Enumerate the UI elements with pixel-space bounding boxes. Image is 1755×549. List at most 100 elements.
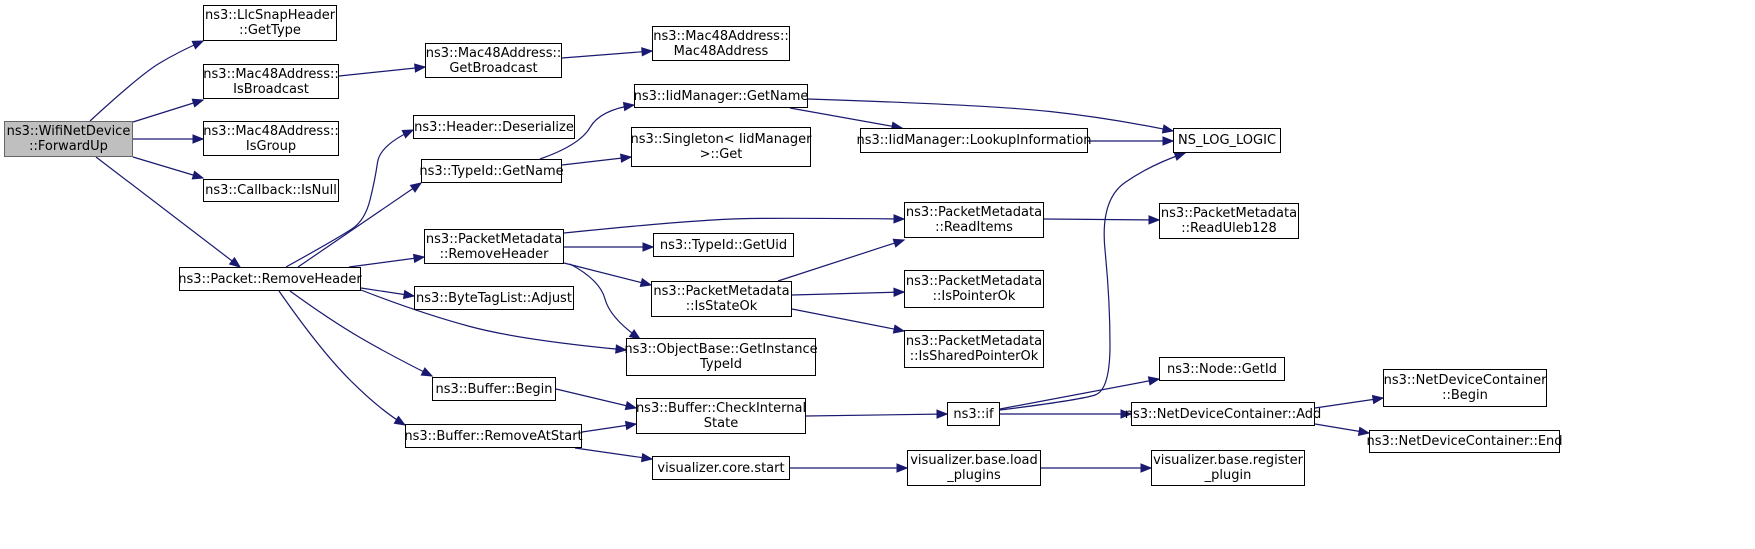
graph-node-label: ns3::Node::GetId <box>1167 361 1277 377</box>
graph-node-visualizer-base-register-plugin[interactable]: visualizer.base.register_plugin <box>1151 450 1305 486</box>
graph-node-ns3-packetmetadata-isstateok[interactable]: ns3::PacketMetadata::IsStateOk <box>651 281 792 317</box>
arrowhead-icon <box>893 287 906 298</box>
graph-node-ns3-bytetaglist-adjust[interactable]: ns3::ByteTagList::Adjust <box>414 286 574 310</box>
graph-node-ns3-header-deserialize[interactable]: ns3::Header::Deserialize <box>413 115 575 139</box>
graph-node-label: ns3::TypeId::GetUid <box>659 237 788 253</box>
graph-node-label: IsBroadcast <box>233 81 309 97</box>
graph-edge <box>89 40 205 122</box>
graph-node-ns3-node-getid[interactable]: ns3::Node::GetId <box>1159 357 1285 381</box>
arrowhead-icon <box>412 253 426 264</box>
graph-edge-line <box>561 50 653 59</box>
graph-node-ns-log-logic[interactable]: NS_LOG_LOGIC <box>1173 128 1281 153</box>
graph-node-ns3-netdevicecontainer-end[interactable]: ns3::NetDeviceContainer::End <box>1366 430 1563 453</box>
arrowhead-icon <box>624 420 638 431</box>
graph-edge <box>285 129 415 268</box>
graph-edge-line <box>569 263 641 340</box>
graph-node-label: ns3::WifiNetDevice <box>6 124 131 139</box>
graph-node-ns3-if[interactable]: ns3::if <box>947 402 1000 426</box>
graph-node-label: ns3::Singleton< IidManager <box>630 132 812 147</box>
graph-edge <box>777 238 906 282</box>
arrowhead-icon <box>1147 376 1161 386</box>
graph-edge <box>133 134 205 144</box>
graph-edge-line <box>805 413 948 417</box>
graph-node-label: ::IsSharedPointerOk <box>909 349 1039 364</box>
graph-edge <box>999 376 1161 410</box>
graph-node-label: ns3::Buffer::RemoveAtStart <box>404 428 583 444</box>
arrowhead-icon <box>1162 136 1175 146</box>
arrowhead-icon <box>640 452 654 463</box>
graph-node-visualizer-core-start[interactable]: visualizer.core.start <box>652 456 790 480</box>
graph-node-ns3-packetmetadata-readuleb128[interactable]: ns3::PacketMetadata::ReadUleb128 <box>1159 203 1299 239</box>
graph-edge-line <box>563 217 905 234</box>
graph-node-label: ns3::TypeId::GetName <box>419 163 564 179</box>
graph-node-ns3-mac48address-mac48address[interactable]: ns3::Mac48Address::Mac48Address <box>652 26 790 61</box>
arrowhead-icon <box>191 98 205 108</box>
graph-node-label: ns3::PacketMetadata <box>905 205 1043 220</box>
graph-edge-line <box>285 129 414 268</box>
graph-node-ns3-mac48address-isgroup[interactable]: ns3::Mac48Address::IsGroup <box>203 121 339 156</box>
graph-node-label: ::IsStateOk <box>685 299 758 314</box>
graph-edge-line <box>297 182 422 268</box>
arrowhead-icon <box>892 324 906 334</box>
graph-node-ns3-wifinetdevice-forwardup[interactable]: ns3::WifiNetDevice::ForwardUp <box>4 121 133 157</box>
graph-node-label: ns3::if <box>953 406 994 422</box>
graph-node-ns3-packetmetadata-issharedpointerok[interactable]: ns3::PacketMetadata::IsSharedPointerOk <box>904 330 1044 368</box>
graph-node-ns3-packetmetadata-readitems[interactable]: ns3::PacketMetadata::ReadItems <box>904 202 1044 238</box>
graph-node-ns3-singleton-iidmanager-get[interactable]: ns3::Singleton< IidManager>::Get <box>630 127 812 167</box>
graph-node-ns3-mac48address-isbroadcast[interactable]: ns3::Mac48Address::IsBroadcast <box>203 64 339 99</box>
graph-node-ns3-netdevicecontainer-begin[interactable]: ns3::NetDeviceContainer::Begin <box>1383 369 1547 407</box>
graph-edge-line <box>777 239 905 282</box>
arrowhead-icon <box>615 344 628 354</box>
graph-node-ns3-llcsnapheader-gettype[interactable]: ns3::LlcSnapHeader::GetType <box>203 5 337 41</box>
arrowhead-icon <box>420 367 434 377</box>
arrowhead-icon <box>622 101 636 112</box>
graph-edge-line <box>278 290 406 426</box>
arrowhead-icon <box>191 170 205 180</box>
graph-node-ns3-mac48address-getbroadcast[interactable]: ns3::Mac48Address::GetBroadcast <box>425 43 562 78</box>
graph-edge-line <box>791 308 905 332</box>
graph-edge <box>132 98 205 123</box>
graph-node-ns3-iidmanager-getname[interactable]: ns3::IidManager::GetName <box>634 84 808 108</box>
graph-edge <box>1088 136 1175 146</box>
arrowhead-icon <box>624 400 638 411</box>
graph-node-label: GetBroadcast <box>449 60 538 76</box>
graph-node-ns3-packetmetadata-ispointerok[interactable]: ns3::PacketMetadata::IsPointerOk <box>904 270 1044 308</box>
graph-node-ns3-packet-removeheader[interactable]: ns3::Packet::RemoveHeader <box>178 267 362 291</box>
graph-node-label: State <box>703 416 739 431</box>
arrowhead-icon <box>192 134 205 144</box>
arrowhead-icon <box>228 256 242 268</box>
graph-node-label: ns3::PacketMetadata <box>425 231 563 247</box>
graph-edge <box>289 290 434 377</box>
arrowhead-icon <box>641 47 654 57</box>
graph-node-label: visualizer.core.start <box>657 460 785 476</box>
graph-edge <box>581 420 638 433</box>
graph-edge-line <box>132 156 204 179</box>
graph-edge-line <box>539 104 635 160</box>
graph-node-ns3-iidmanager-lookupinformation[interactable]: ns3::IidManager::LookupInformation <box>856 128 1092 153</box>
graph-node-ns3-typeid-getname[interactable]: ns3::TypeId::GetName <box>419 159 564 183</box>
graph-node-visualizer-base-load-plugins[interactable]: visualizer.base.load_plugins <box>907 450 1041 486</box>
graph-node-ns3-buffer-removeatstart[interactable]: ns3::Buffer::RemoveAtStart <box>404 424 583 448</box>
graph-edge-line <box>789 107 903 129</box>
graph-edge <box>564 242 655 252</box>
graph-node-ns3-buffer-begin[interactable]: ns3::Buffer::Begin <box>432 377 556 401</box>
arrowhead-icon <box>1357 426 1371 436</box>
arrowhead-icon <box>936 409 949 419</box>
graph-edge-line <box>289 290 433 377</box>
graph-edge <box>790 463 909 473</box>
graph-edge <box>132 156 205 180</box>
graph-node-ns3-netdevicecontainer-add[interactable]: ns3::NetDeviceContainer::Add <box>1125 402 1321 426</box>
graph-edge <box>360 287 416 300</box>
graph-node-ns3-packetmetadata-removeheader[interactable]: ns3::PacketMetadata::RemoveHeader <box>424 229 564 264</box>
graph-node-label: Mac48Address <box>673 43 769 59</box>
arrowhead-icon <box>628 329 642 340</box>
graph-node-label: ::RemoveHeader <box>439 246 549 262</box>
graph-edge <box>338 63 427 77</box>
arrowhead-icon <box>620 153 633 163</box>
graph-node-ns3-callback-isnull[interactable]: ns3::Callback::IsNull <box>203 179 339 202</box>
graph-node-label: ns3::NetDeviceContainer::End <box>1366 434 1563 449</box>
graph-node-ns3-typeid-getuid[interactable]: ns3::TypeId::GetUid <box>653 233 794 257</box>
